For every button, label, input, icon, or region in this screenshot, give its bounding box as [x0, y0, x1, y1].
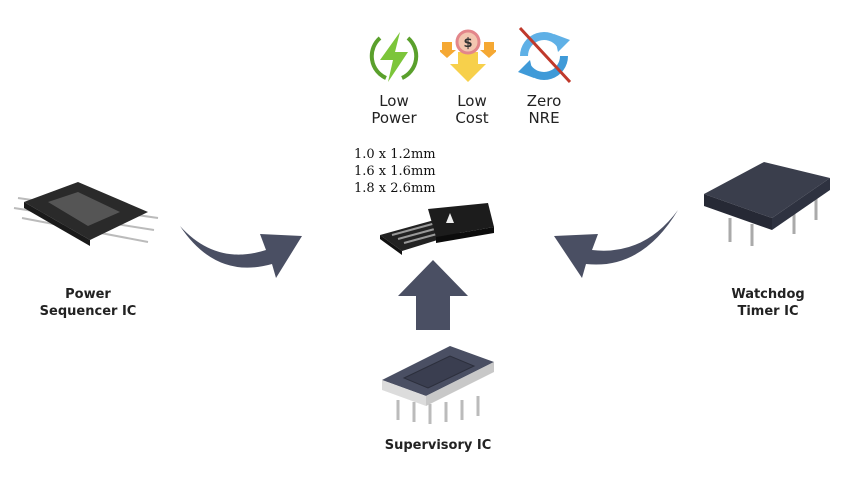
- feature-label: NRE: [528, 109, 560, 127]
- component-label: Watchdog: [731, 287, 805, 302]
- no-refresh-icon: [518, 26, 572, 84]
- feature-low-power: Low Power: [354, 93, 434, 127]
- package-size: 1.6 x 1.6mm: [354, 164, 436, 179]
- feature-low-cost: Low Cost: [432, 93, 512, 127]
- center-chip-image: [380, 203, 494, 255]
- supervisory-chip-image: [382, 346, 494, 424]
- package-sizes: 1.0 x 1.2mm 1.6 x 1.6mm 1.8 x 2.6mm: [354, 146, 436, 197]
- feature-label: Low: [457, 92, 487, 110]
- arrow-right-to-center: [554, 210, 678, 278]
- feature-label: Cost: [455, 109, 489, 127]
- cost-down-icon: $: [440, 29, 496, 82]
- feature-zero-nre: Zero NRE: [504, 93, 584, 127]
- component-label: Sequencer IC: [39, 304, 137, 319]
- component-label: Timer IC: [737, 304, 799, 319]
- power-sequencer-chip-image: [13, 182, 159, 246]
- power-sequencer-label: Power Sequencer IC: [18, 286, 158, 320]
- lightning-icon: [369, 32, 419, 82]
- feature-label: Zero: [526, 92, 562, 110]
- svg-text:$: $: [463, 36, 472, 51]
- arrow-left-to-center: [180, 226, 302, 278]
- package-size: 1.0 x 1.2mm: [354, 147, 436, 162]
- watchdog-timer-label: Watchdog Timer IC: [698, 286, 838, 320]
- watchdog-timer-chip-image: [704, 162, 830, 246]
- component-label: Supervisory IC: [384, 438, 492, 453]
- feature-label: Power: [371, 109, 417, 127]
- arrow-bottom-to-center: [398, 260, 468, 330]
- component-label: Power: [65, 287, 111, 302]
- supervisory-label: Supervisory IC: [368, 437, 508, 454]
- package-size: 1.8 x 2.6mm: [354, 181, 436, 196]
- feature-label: Low: [379, 92, 409, 110]
